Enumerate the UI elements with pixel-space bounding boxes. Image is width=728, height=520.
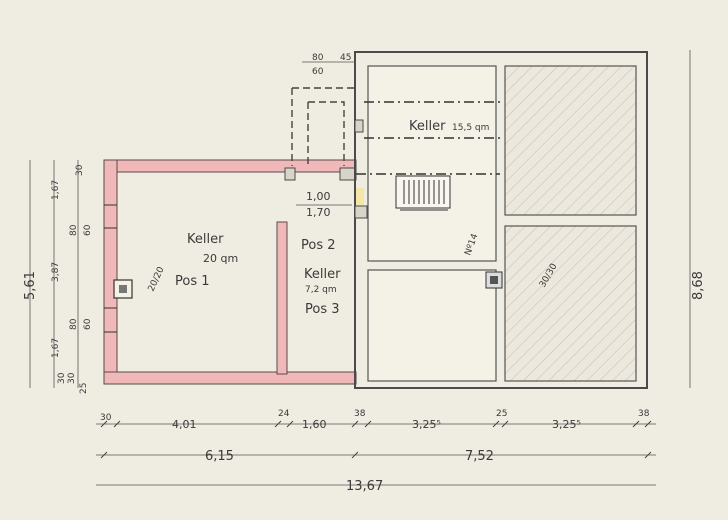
window-right — [485, 271, 503, 289]
top-dims: 80 60 45 — [302, 53, 356, 77]
opening-2: 1,70 — [306, 206, 331, 219]
dim-row-1-ticks — [100, 420, 652, 428]
chimney-label: 20/20 — [147, 265, 167, 293]
dim-b-615: 6,15 — [205, 449, 234, 464]
left-block — [103, 159, 364, 385]
dim-l-80a: 80 — [69, 224, 79, 236]
room-left-name: Keller — [187, 232, 224, 247]
room-mid-pos-bottom: Pos 3 — [305, 302, 340, 317]
chimney — [113, 279, 133, 299]
dim-l-25: 25 — [79, 383, 89, 394]
dim-tick — [501, 420, 509, 428]
dim-b-160: 1,60 — [302, 418, 327, 431]
top-dim-2: 60 — [312, 67, 324, 77]
dim-tick — [351, 420, 359, 428]
dim-tick — [364, 420, 372, 428]
room-top-name: Keller — [409, 119, 446, 134]
dim-tick — [492, 420, 500, 428]
dim-tick — [113, 420, 121, 428]
dim-tick — [274, 420, 282, 428]
dim-b-325a: 3,25⁵ — [412, 418, 441, 431]
dim-b-24: 24 — [278, 409, 290, 419]
room-top-area: 15,5 qm — [452, 123, 489, 133]
right-block — [354, 51, 648, 389]
dim-tick — [100, 420, 108, 428]
dim-tick — [351, 451, 359, 459]
dim-b-752: 7,52 — [465, 449, 494, 464]
dim-tick — [644, 420, 652, 428]
tick-2 — [354, 205, 368, 219]
dim-l-30b: 30 — [57, 372, 67, 384]
top-dim-1: 80 — [312, 53, 324, 63]
opening-1: 1,00 — [306, 190, 331, 203]
left-dims: 5,61 1,67 3,87 1,67 30 80 60 80 60 30 30… — [23, 160, 93, 394]
room-left-pos: Pos 1 — [175, 274, 210, 289]
dim-row-2-ticks — [100, 451, 652, 459]
door-marker — [355, 188, 364, 206]
room-bottom-left — [367, 269, 497, 382]
right-outer — [354, 51, 648, 389]
dim-tick — [632, 420, 640, 428]
post-2 — [339, 167, 357, 181]
dim-b-38a: 38 — [354, 409, 366, 419]
dim-l-561: 5,61 — [23, 271, 38, 300]
dim-b-25: 25 — [496, 409, 507, 419]
dim-l-167b: 1,67 — [51, 338, 61, 358]
dim-l-60a: 60 — [83, 224, 93, 236]
window-left-bottom — [104, 307, 117, 333]
dim-r-868: 8,68 — [691, 271, 706, 300]
wall-left — [103, 159, 118, 385]
window-left-top — [104, 204, 117, 229]
dim-l-80b: 80 — [69, 318, 79, 330]
dim-l-60b: 60 — [83, 318, 93, 330]
tick-1 — [354, 119, 364, 133]
dim-l-167a: 1,67 — [51, 180, 61, 200]
right-dims: 8,68 — [689, 50, 706, 388]
dim-tick — [100, 451, 108, 459]
room-mid-area: 7,2 qm — [305, 285, 337, 295]
room-bottom-right-hatched — [504, 225, 637, 382]
top-dim-3: 45 — [340, 53, 351, 63]
bottom-dims: 30 4,01 24 1,60 38 3,25⁵ 25 3,25⁵ 38 6,1… — [96, 409, 656, 494]
dim-l-30a: 30 — [75, 164, 85, 176]
room-top-right-hatched — [504, 65, 637, 216]
dashed-outline — [291, 87, 355, 166]
dim-b-401: 4,01 — [172, 418, 197, 431]
wall-bottom — [103, 371, 357, 385]
room-top-left — [367, 65, 497, 262]
room-left-area: 20 qm — [203, 252, 238, 265]
dim-tick — [644, 451, 652, 459]
dim-l-387: 3,87 — [51, 262, 61, 282]
dim-b-total: 13,67 — [346, 479, 383, 494]
dim-b-325b: 3,25⁵ — [552, 418, 581, 431]
staircase — [395, 175, 451, 211]
dim-l-30c: 30 — [67, 372, 77, 384]
wall-interior — [276, 221, 288, 375]
room-mid-pos-top: Pos 2 — [301, 238, 336, 253]
room-mid-name: Keller — [304, 267, 341, 282]
post-1 — [284, 167, 296, 181]
dim-b-30: 30 — [100, 413, 112, 423]
dim-b-38b: 38 — [638, 409, 650, 419]
dim-tick — [286, 420, 294, 428]
wall-top — [103, 159, 357, 173]
